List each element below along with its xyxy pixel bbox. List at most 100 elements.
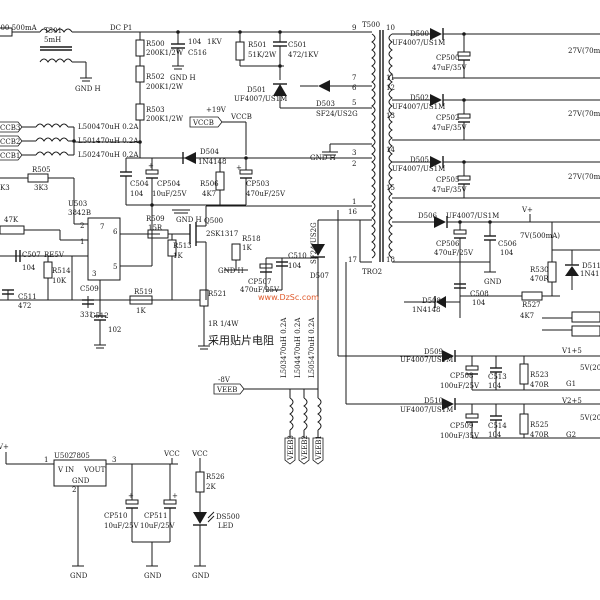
- c506-value: 104: [500, 249, 514, 257]
- g1-label: G1: [566, 380, 576, 388]
- ccfl-inductors: CCB3 CCB2 CCB1 L500470uH 0.2A L501470uH …: [0, 121, 142, 161]
- d502-symbol: [430, 94, 442, 106]
- r502-body: [135, 65, 145, 83]
- u503-pin7: 7: [100, 223, 104, 231]
- d511-label: D511: [582, 262, 600, 270]
- d509-label: D509: [424, 348, 443, 356]
- cp509-label: CP509: [450, 422, 473, 430]
- d506-value: UF4007/US1M: [446, 212, 499, 220]
- r506-label: R506: [200, 180, 219, 188]
- d503-value: SF24/US2G: [316, 110, 358, 118]
- c509-label: C509: [80, 285, 99, 293]
- svg-text:+: +: [236, 164, 242, 172]
- c508-label: C508: [470, 290, 489, 298]
- u503-label: U503: [68, 200, 87, 208]
- c506-label: C506: [498, 240, 517, 248]
- u502-value: 7805: [72, 452, 90, 460]
- r530-label: R530: [530, 266, 549, 274]
- u502-vin: V IN: [57, 466, 74, 474]
- d508-value: 1N4148: [412, 306, 440, 314]
- r501-body: [235, 41, 245, 61]
- cp511-value: 10uF/25V: [140, 522, 176, 530]
- d500-label: D500: [410, 30, 429, 38]
- d510-value: UF4007/US1M: [400, 406, 453, 414]
- l500-coil: [35, 123, 69, 128]
- u502-label: U502: [54, 452, 73, 460]
- out-27v-2: 27V(70mA: [568, 110, 600, 118]
- u502-pin3: 3: [112, 456, 116, 464]
- l503-label: L503470uH 0.2A: [280, 317, 288, 378]
- t500-label: T500: [362, 21, 380, 29]
- t500-pin15: 15: [386, 184, 395, 192]
- out-27v-1: 27V(70mA: [568, 47, 600, 55]
- cp500-value: 47uF/35V: [432, 64, 468, 72]
- d504-value: 1N4148: [198, 158, 226, 166]
- svg-text:+: +: [172, 492, 178, 500]
- re5v-label: RE5V: [44, 251, 65, 259]
- l501-label: L501470uH 0.2A: [78, 137, 139, 145]
- d500-symbol: [430, 28, 442, 40]
- c509-value: 331: [80, 311, 93, 319]
- out-7v: 7V(500mA): [520, 232, 560, 240]
- c510-value: 104: [288, 262, 302, 270]
- u503-pin2: 2: [80, 222, 84, 230]
- d503-symbol: [318, 80, 330, 92]
- r527-label: R527: [522, 301, 541, 309]
- cp506-value: 470uF/25V: [434, 249, 474, 257]
- c507-value: 104: [22, 264, 36, 272]
- ds500-label: DS500: [216, 513, 240, 521]
- t500-pin1: 1: [352, 198, 356, 206]
- reg-vplus: V+: [0, 443, 9, 451]
- veeb-tag: VEEB: [216, 386, 237, 394]
- d504-symbol: [184, 152, 196, 164]
- l502-label: L502470uH 0.2A: [78, 151, 139, 159]
- u503-pin1: 1: [80, 238, 84, 246]
- r505-label: R505: [32, 166, 51, 174]
- r513-label: R513: [173, 242, 192, 250]
- cp500-label: CP500: [436, 54, 459, 62]
- r502-label: R502: [146, 73, 165, 81]
- t500-primary-coil: [371, 33, 376, 259]
- c511-label: C511: [18, 293, 37, 301]
- d504-label: D504: [200, 148, 220, 156]
- r523-value: 470R: [530, 381, 549, 389]
- r501-value: 51K/2W: [248, 51, 277, 59]
- vccb-label: VCCB: [230, 113, 252, 121]
- u503-pin3: 3: [92, 270, 96, 278]
- controller-section: U503 3842B 2 7 6 1 5 3 47K C507 104 RE5V…: [0, 200, 360, 350]
- l504-label: L504470uH 0.2A: [294, 317, 302, 378]
- r526-label: R526: [206, 473, 225, 481]
- vplus-label: V+: [521, 206, 533, 214]
- outputs-5v: D509 UF4007/US1M V1+5 CP508 100uF/25V C5…: [337, 210, 600, 440]
- neg8v-label: -8V: [218, 376, 231, 384]
- svg-text:+: +: [148, 162, 154, 170]
- dc-p1-label: DC P1: [110, 24, 132, 32]
- d508-symbol: [436, 296, 446, 308]
- cp502-value: 47uF/35V: [432, 124, 468, 132]
- d505-label: D505: [410, 156, 429, 164]
- cp506-label: CP506: [436, 240, 460, 248]
- d509-value: UF4007/US1M: [400, 356, 453, 364]
- choke-coil-bottom: [39, 58, 73, 63]
- cp504-value: 10uF/25V: [152, 190, 188, 198]
- r527-value: 4K7: [520, 312, 534, 320]
- out-27v-3: 27V(70mA: [568, 173, 600, 181]
- k3-label: K3: [0, 184, 10, 192]
- t500-pin9: 9: [352, 24, 356, 32]
- g2-label: G2: [566, 431, 576, 439]
- t500-pin18: 18: [386, 256, 395, 264]
- cp509-value: 100uF/35V: [440, 432, 480, 440]
- tag-veeb3: VEEB3: [287, 435, 295, 461]
- l501-coil: [35, 137, 69, 142]
- outputs-27v: D500 UF4007/US1M CP500 47uF/35V 27V(70mA…: [392, 28, 600, 199]
- t500-pin13: 13: [386, 112, 395, 120]
- u502-pin2: 2: [72, 486, 76, 494]
- d510-symbol: [442, 398, 454, 410]
- d506-label: D506: [418, 212, 438, 220]
- t501-value: 5mH: [44, 36, 61, 44]
- watermark: www.DzSc.com: [258, 293, 319, 302]
- l500-label: L500470uH 0.2A: [78, 123, 139, 131]
- t500-pin12: 12: [386, 84, 395, 92]
- d503-label: D503: [316, 100, 335, 108]
